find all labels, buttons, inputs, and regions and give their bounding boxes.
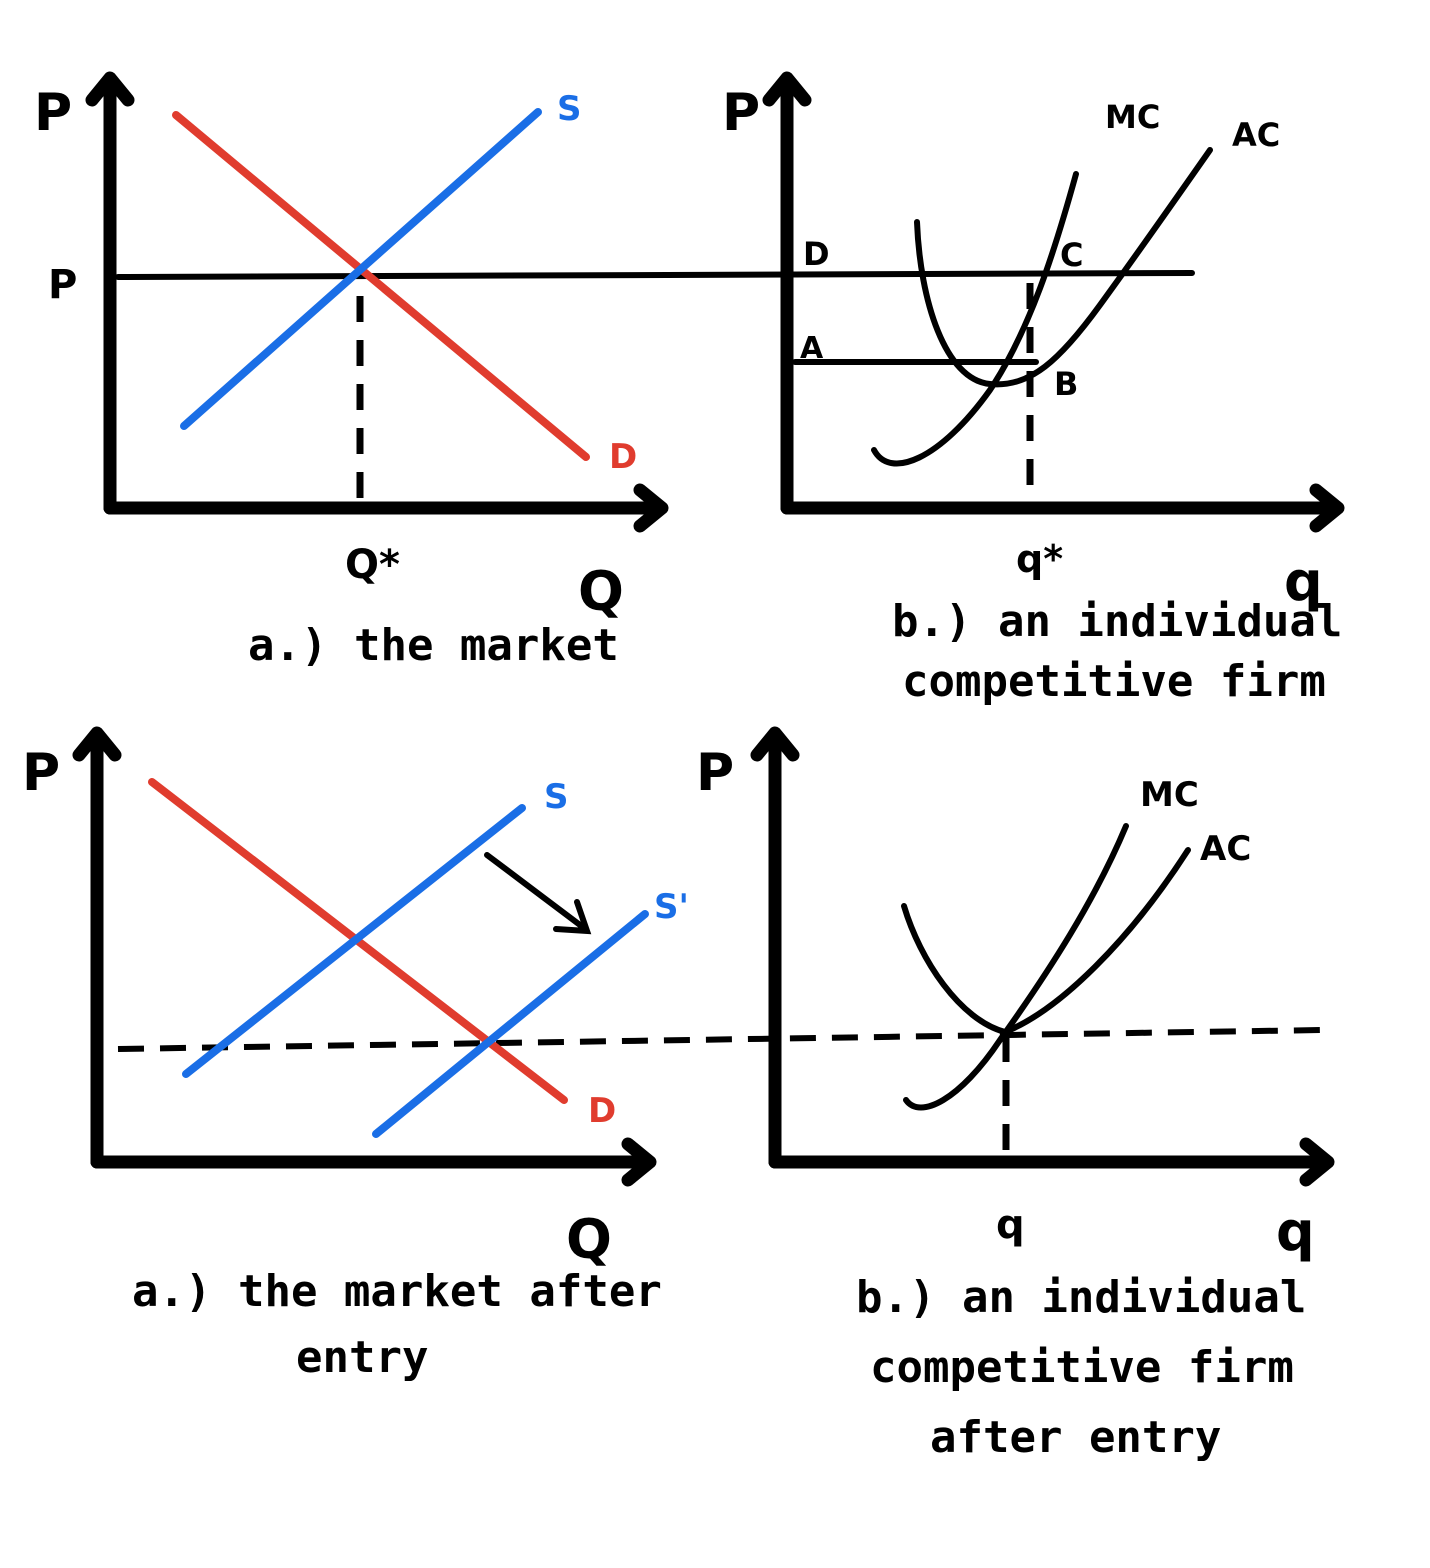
firm-quantity-label: q* (1016, 537, 1063, 581)
firm-after-x-axis (768, 1137, 1335, 1187)
firm-mc-label: MC (1105, 98, 1160, 136)
market-after-supply-label: S (544, 777, 569, 817)
market-after-x-axis (90, 1137, 657, 1187)
firm-mc-curve (871, 171, 1079, 467)
market-after-supply-shift-label: S' (654, 887, 689, 927)
market-supply-curve (180, 108, 542, 430)
market-panel: P P S D Q* Q a.) the market (34, 71, 1195, 671)
market-demand-label: D (609, 437, 637, 477)
market-after-caption-line-2: entry (296, 1332, 428, 1383)
supply-shift-arrow (484, 852, 592, 935)
market-after-supply-curve (182, 804, 526, 1078)
firm-ac-label: AC (1232, 116, 1280, 154)
market-price-label: P (48, 262, 77, 308)
market-after-panel: P S S' D Q a.) the market after entry (22, 726, 1323, 1383)
market-y-axis (85, 71, 135, 515)
firm-point-c-label: C (1060, 236, 1083, 274)
market-demand-curve (172, 111, 590, 461)
firm-caption-line-1: b.) an individual (892, 596, 1342, 647)
market-supply-label: S (557, 89, 582, 129)
market-after-supply-shift-curve (372, 910, 649, 1138)
firm-after-panel: P MC AC q q b.) an individual competitiv… (696, 726, 1335, 1463)
market-x-axis (103, 483, 669, 533)
market-after-caption-line-1: a.) the market after (132, 1266, 662, 1317)
firm-y-axis-label: P (722, 83, 760, 143)
firm-after-caption-line-1: b.) an individual (856, 1272, 1306, 1323)
firm-after-quantity-label: q (996, 1202, 1025, 1248)
firm-after-caption-line-2: competitive firm (870, 1342, 1294, 1393)
firm-x-axis-label: q (1284, 550, 1323, 613)
firm-after-y-axis (750, 726, 800, 1169)
market-quantity-label: Q* (345, 542, 400, 588)
firm-panel: P D A C B MC AC q* q b.) an individual c… (722, 71, 1345, 707)
market-caption: a.) the market (248, 620, 619, 671)
firm-point-d-label: D (803, 235, 830, 273)
market-price-line (115, 270, 1195, 280)
market-after-x-axis-label: Q (566, 1208, 612, 1271)
firm-point-a-label: A (800, 331, 824, 366)
firm-ac-curve (914, 147, 1213, 388)
market-after-demand-label: D (588, 1091, 616, 1131)
firm-after-y-axis-label: P (696, 743, 734, 803)
firm-point-b-label: B (1054, 365, 1078, 403)
market-after-price-dash (117, 1027, 1323, 1052)
firm-caption-line-2: competitive firm (902, 656, 1326, 707)
market-x-axis-label: Q (578, 560, 624, 623)
firm-after-ac-label: AC (1200, 829, 1251, 869)
market-y-axis-label: P (34, 83, 72, 143)
firm-after-mc-label: MC (1140, 775, 1199, 815)
firm-after-x-axis-label: q (1276, 1200, 1315, 1263)
market-after-y-axis-label: P (22, 743, 60, 803)
market-after-y-axis (72, 726, 122, 1169)
firm-x-axis (780, 483, 1345, 533)
firm-after-mc-curve (903, 823, 1129, 1111)
firm-after-caption-line-3: after entry (930, 1412, 1221, 1463)
firm-after-ac-curve (901, 847, 1191, 1036)
firm-y-axis (762, 71, 812, 515)
